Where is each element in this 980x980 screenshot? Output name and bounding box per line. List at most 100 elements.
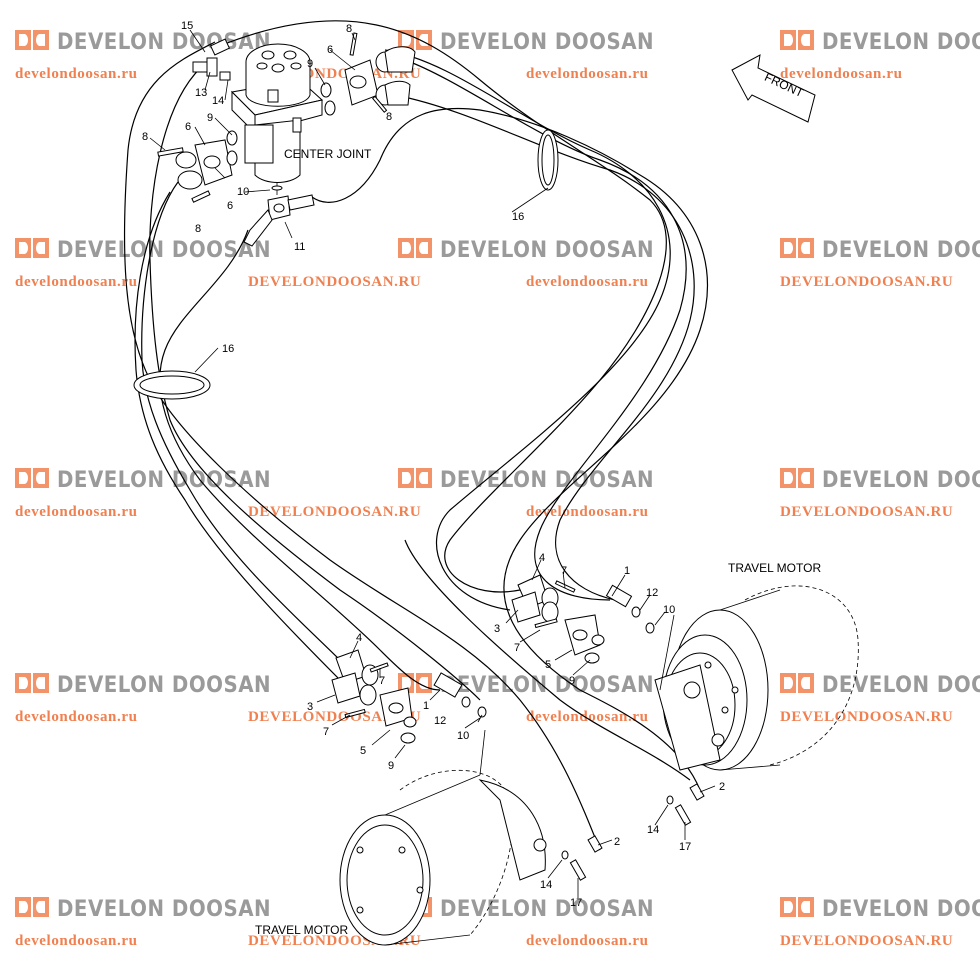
watermark-url: DEVELONDOOSAN.RU xyxy=(248,709,421,725)
watermark-brand: DEVELON DOOSAN xyxy=(822,673,980,698)
callout-10: 10 xyxy=(663,604,675,616)
callout-8: 8 xyxy=(195,223,201,235)
watermark-url: DEVELONDOOSAN.RU xyxy=(780,274,953,290)
watermark-url: develondoosan.ru xyxy=(526,709,649,725)
callout-10: 10 xyxy=(457,730,469,742)
flange-block-left xyxy=(157,130,238,203)
callout-3: 3 xyxy=(494,623,500,635)
watermark-brand: DEVELON DOOSAN xyxy=(57,30,271,55)
travel-motor-right xyxy=(654,585,859,771)
develon-logo-icon xyxy=(780,238,814,258)
travel-motor-left xyxy=(339,769,547,946)
watermark-url: DEVELONDOOSAN.RU xyxy=(248,504,421,520)
develon-logo-icon xyxy=(15,30,49,50)
watermark-brand: DEVELON DOOSAN xyxy=(822,30,980,55)
callout-14: 14 xyxy=(647,824,659,836)
watermark-url: DEVELONDOOSAN.RU xyxy=(248,274,421,290)
callout-4: 4 xyxy=(539,552,545,564)
callout-14: 14 xyxy=(540,879,552,891)
watermark-url: develondoosan.ru xyxy=(780,66,903,82)
hose-fittings-left xyxy=(331,649,487,744)
elbow-fittings-top xyxy=(192,38,231,81)
callout-7: 7 xyxy=(514,642,520,654)
leader-lines xyxy=(149,29,716,898)
hose-bundle-right xyxy=(221,20,708,791)
watermark-url: develondoosan.ru xyxy=(15,504,138,520)
watermark-brand: DEVELON DOOSAN xyxy=(57,238,271,263)
center-joint-assembly xyxy=(230,43,324,195)
develon-logo-icon xyxy=(398,468,432,488)
watermark-brand: DEVELON DOOSAN xyxy=(57,673,271,698)
watermark-url: develondoosan.ru xyxy=(15,933,138,949)
travel-motor-right-label: TRAVEL MOTOR xyxy=(728,561,821,575)
develon-logo-icon xyxy=(780,897,814,917)
callout-16: 16 xyxy=(512,211,524,223)
callout-12: 12 xyxy=(646,587,658,599)
watermark-brand: DEVELON DOOSAN xyxy=(822,238,980,263)
callout-9: 9 xyxy=(207,112,213,124)
watermark-brand: DEVELON DOOSAN xyxy=(440,238,654,263)
develon-logo-icon xyxy=(15,673,49,693)
watermark-brand: DEVELON DOOSAN xyxy=(440,30,654,55)
callout-17: 17 xyxy=(679,841,691,853)
watermark-brand: DEVELON DOOSAN xyxy=(440,897,654,922)
callout-11: 11 xyxy=(294,241,305,253)
callout-6: 6 xyxy=(185,121,191,133)
callout-9: 9 xyxy=(569,675,575,687)
watermark-brand: DEVELON DOOSAN xyxy=(822,468,980,493)
center-joint-label: CENTER JOINT xyxy=(284,147,372,161)
callout-numbers: 15 13 14 8 6 9 8 8 6 9 6 8 10 11 16 16 4… xyxy=(142,20,725,909)
drain-fittings xyxy=(561,783,705,881)
watermark-brand: DEVELON DOOSAN xyxy=(57,897,271,922)
watermark-url: develondoosan.ru xyxy=(15,709,138,725)
watermark-url: develondoosan.ru xyxy=(15,274,138,290)
watermark-url: DEVELONDOOSAN.RU xyxy=(780,933,953,949)
callout-16: 16 xyxy=(222,343,234,355)
watermark-brand: DEVELON DOOSAN xyxy=(440,673,654,698)
develon-logo-icon xyxy=(398,238,432,258)
develon-logo-icon xyxy=(15,468,49,488)
callout-8: 8 xyxy=(142,131,148,143)
watermark-brand: DEVELON DOOSAN xyxy=(822,897,980,922)
watermark-url: develondoosan.ru xyxy=(526,274,649,290)
callout-2: 2 xyxy=(719,781,725,793)
callout-13: 13 xyxy=(195,87,207,99)
watermark-url: DEVELONDOOSAN.RU xyxy=(780,709,953,725)
callout-10: 10 xyxy=(237,186,249,198)
callout-5: 5 xyxy=(360,745,366,757)
callout-7: 7 xyxy=(561,565,567,577)
callout-3: 3 xyxy=(307,701,313,713)
callout-6: 6 xyxy=(227,200,233,212)
hose-clamp-right xyxy=(537,129,559,191)
callout-9: 9 xyxy=(388,760,394,772)
watermark-url: develondoosan.ru xyxy=(526,933,649,949)
callout-14: 14 xyxy=(212,95,224,107)
travel-motor-left-label: TRAVEL MOTOR xyxy=(255,923,348,937)
callout-12: 12 xyxy=(434,715,446,727)
watermark-url: develondoosan.ru xyxy=(15,66,138,82)
hose-clamp-left xyxy=(133,370,211,400)
develon-logo-icon xyxy=(780,673,814,693)
watermark-brand: DEVELON DOOSAN xyxy=(57,468,271,493)
callout-1: 1 xyxy=(624,565,630,577)
develon-logo-icon xyxy=(15,897,49,917)
callout-8: 8 xyxy=(346,23,352,35)
callout-9: 9 xyxy=(307,58,313,70)
callout-1: 1 xyxy=(423,700,429,712)
hose-bundle-left xyxy=(123,41,601,851)
callout-2: 2 xyxy=(614,836,620,848)
flange-block-top xyxy=(320,32,416,116)
callout-7: 7 xyxy=(323,726,329,738)
callout-6: 6 xyxy=(327,44,333,56)
callout-8: 8 xyxy=(386,111,392,123)
tee-fitting xyxy=(243,185,315,247)
watermark-url: develondoosan.ru xyxy=(526,504,649,520)
develon-logo-icon xyxy=(780,30,814,50)
callout-7: 7 xyxy=(379,675,385,687)
callout-15: 15 xyxy=(181,20,193,32)
callout-17: 17 xyxy=(570,897,582,909)
callout-5: 5 xyxy=(545,659,551,671)
